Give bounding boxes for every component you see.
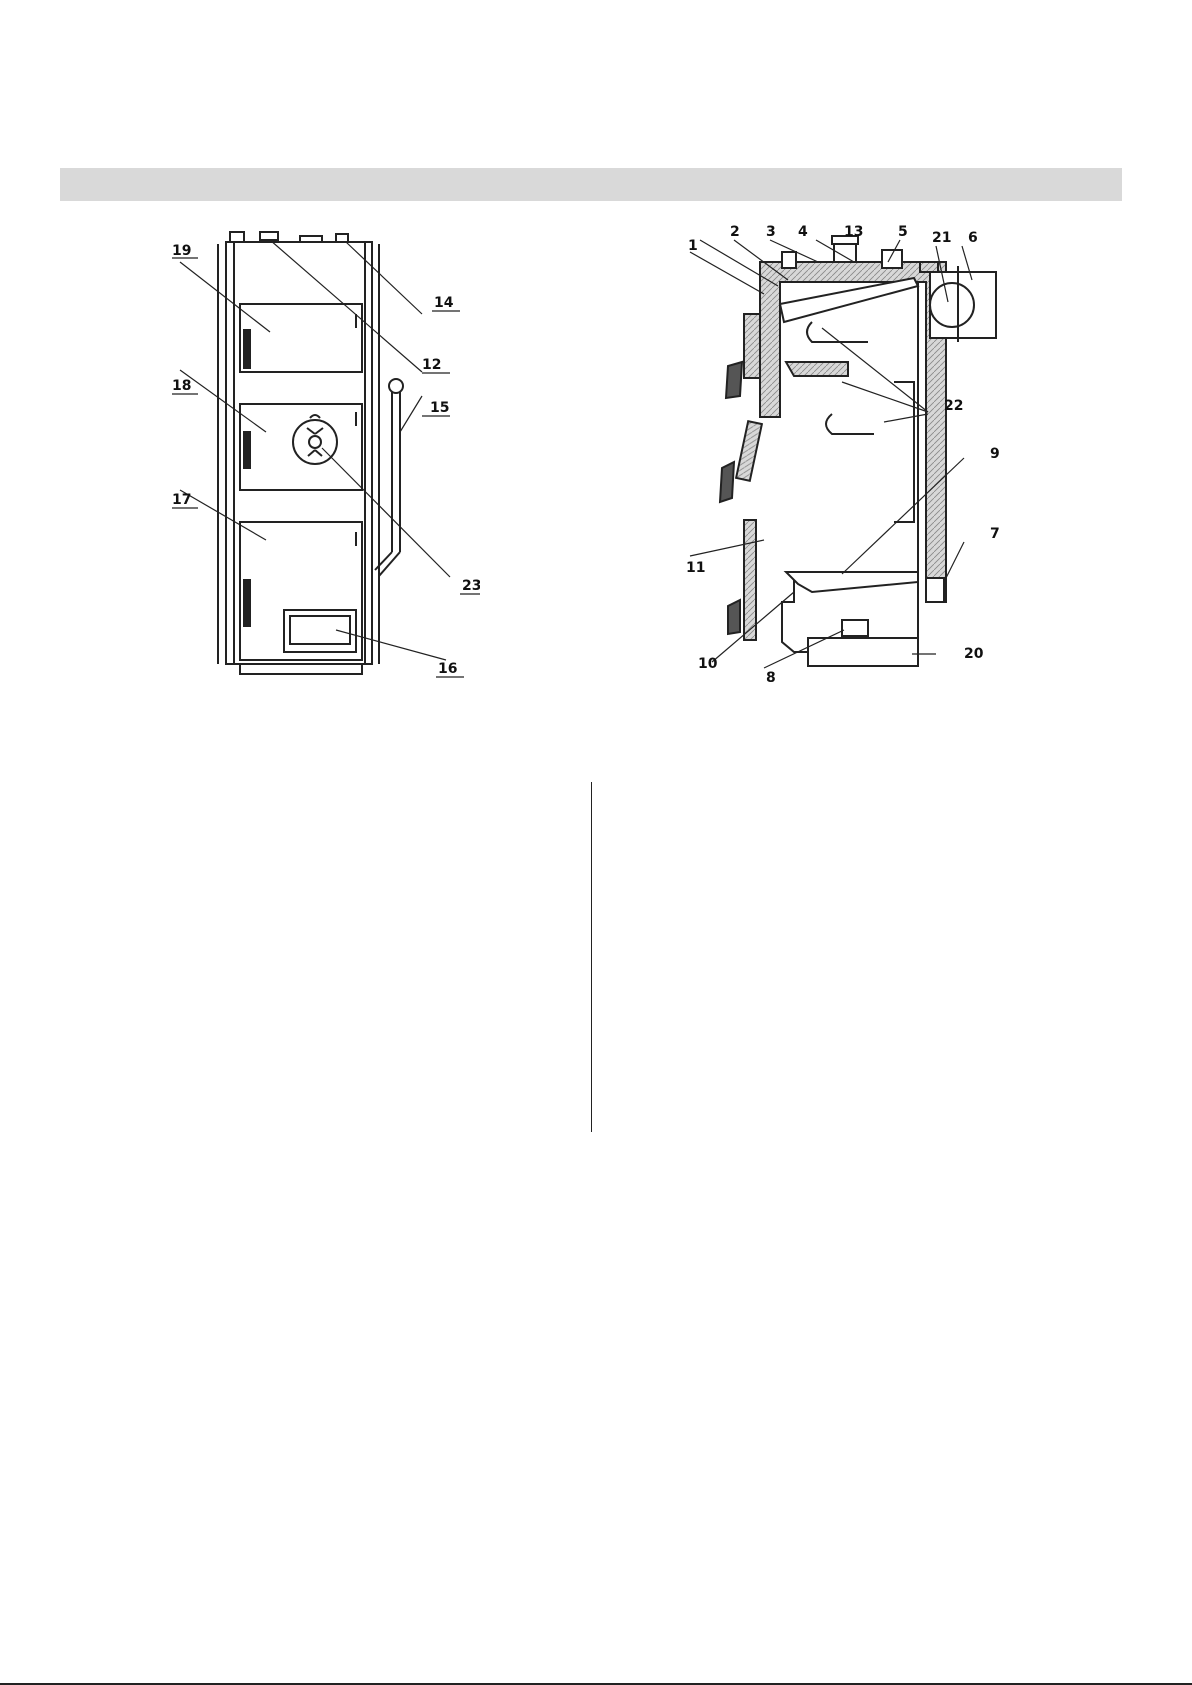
- callout-21: 21: [932, 230, 951, 246]
- callout-3: 3: [766, 224, 776, 240]
- callout-18: 18: [172, 378, 191, 394]
- column-divider: [591, 782, 592, 1132]
- callout-10: 10: [698, 656, 718, 672]
- callout-16: 16: [438, 661, 457, 677]
- callout-23: 23: [462, 578, 480, 594]
- callout-15: 15: [430, 400, 449, 416]
- callout-7: 7: [990, 526, 1000, 542]
- callout-22: 22: [944, 398, 963, 414]
- callout-17: 17: [172, 492, 191, 508]
- boiler-section-view-diagram: 1 2 3 4 13 5 21 6 22 9 7 11 10 8 20: [682, 222, 1027, 692]
- callout-13: 13: [844, 224, 863, 240]
- callout-11: 11: [686, 560, 705, 576]
- callout-6: 6: [968, 230, 978, 246]
- callout-20: 20: [964, 646, 984, 662]
- callout-9: 9: [990, 446, 1000, 462]
- header-band: [60, 168, 1122, 201]
- callout-1: 1: [688, 238, 698, 254]
- boiler-front-view-diagram: 19 18 17 12 14 15 23 16: [160, 222, 480, 692]
- callout-4: 4: [798, 224, 808, 240]
- callout-19: 19: [172, 243, 191, 259]
- callout-12: 12: [422, 357, 441, 373]
- callout-2: 2: [730, 224, 740, 240]
- callout-8: 8: [766, 670, 776, 686]
- callout-14: 14: [434, 295, 454, 311]
- callout-5: 5: [898, 224, 908, 240]
